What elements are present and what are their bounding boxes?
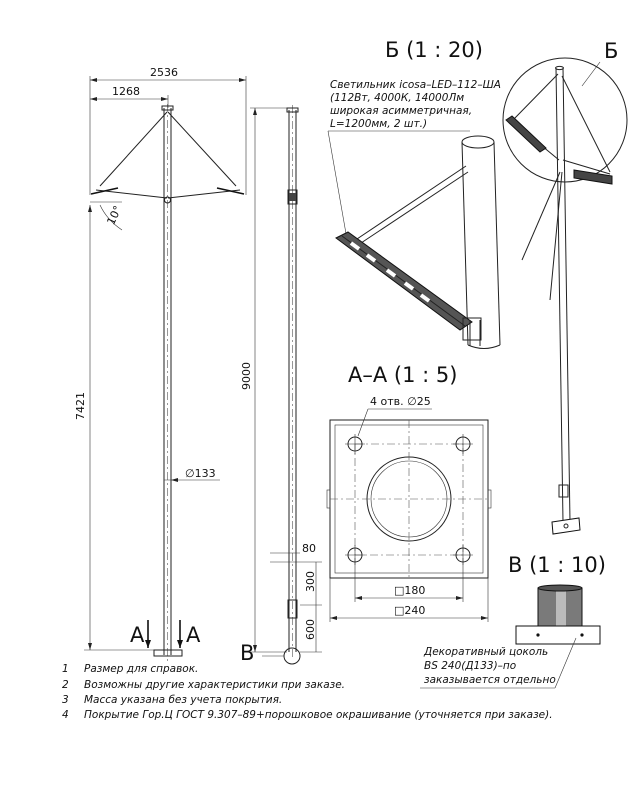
note-number: 3: [62, 694, 69, 706]
dim-sq240: □240: [394, 604, 425, 617]
view-b-title: Б (1 : 20): [385, 38, 483, 62]
luminaire-note-line-4: L=1200мм, 2 шт.): [330, 118, 427, 130]
section-mark-right: А: [186, 623, 201, 647]
dim-600: 600: [304, 619, 317, 640]
luminaire-note-line-3: широкая асимметричная,: [330, 105, 472, 117]
perspective-view: Б: [502, 39, 628, 535]
notes-block: 1 Размер для справок. 2 Возможны другие …: [62, 663, 553, 721]
dim-300: 300: [304, 571, 317, 592]
front-view: 2536 1268 10° 7421 ∅133: [74, 66, 247, 662]
section-aa-title: А–А (1 : 5): [348, 363, 457, 387]
note-text: Масса указана без учета покрытия.: [84, 694, 282, 706]
view-v-title: В (1 : 10): [508, 553, 606, 577]
note-number: 4: [62, 709, 69, 721]
dim-diameter: ∅133: [185, 467, 216, 480]
dim-angle: 10°: [104, 204, 124, 227]
section-aa: А–А (1 : 5) 4 отв. ∅25 □180: [326, 363, 492, 622]
dim-width-half: 1268: [112, 85, 140, 98]
side-view: 9000 80 300 600 В: [240, 105, 322, 665]
base-note-line-2: BS 240(Д133)–по: [424, 660, 516, 672]
note-number: 2: [62, 679, 69, 691]
dim-80: 80: [302, 542, 316, 555]
view-b: Б (1 : 20) Светильник icosa–LED–112–ША (…: [327, 38, 501, 349]
section-mark-left: А: [130, 623, 145, 647]
base-note-line-3: заказывается отдельно: [424, 674, 556, 686]
dim-sq180: □180: [394, 584, 425, 597]
dim-holes: 4 отв. ∅25: [370, 395, 431, 408]
note-text: Покрытие Гор.Ц ГОСТ 9.307–89+порошковое …: [84, 709, 553, 721]
dim-width-total: 2536: [150, 66, 178, 79]
note-number: 1: [62, 663, 69, 675]
dim-height-left: 7421: [74, 392, 87, 420]
detail-marker-v: В: [240, 641, 254, 665]
dim-height-total: 9000: [240, 362, 253, 390]
luminaire-note-line-2: (112Вт, 4000К, 14000Лм: [330, 92, 464, 104]
note-text: Размер для справок.: [84, 663, 198, 675]
note-text: Возможны другие характеристики при заказ…: [84, 679, 345, 691]
view-b-marker: Б: [604, 39, 618, 63]
base-note-line-1: Декоративный цоколь: [423, 646, 548, 658]
luminaire-note-line-1: Светильник icosa–LED–112–ША: [330, 79, 501, 91]
view-v: В (1 : 10) Декоративный цоколь BS 240(Д1…: [420, 553, 606, 689]
